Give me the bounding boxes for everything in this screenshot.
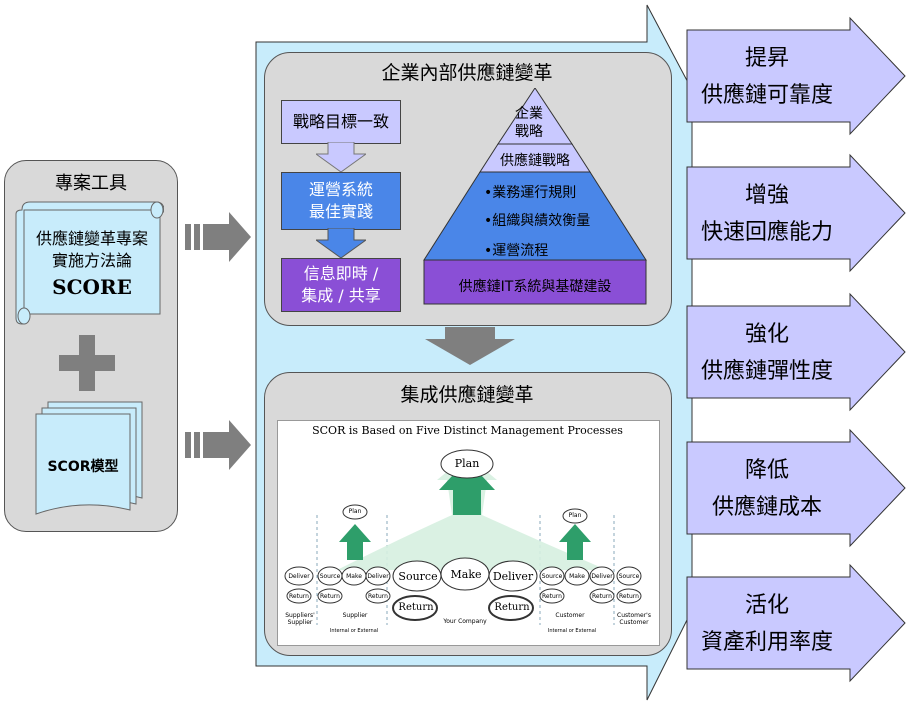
suppliers-supplier-label: Suppliers' Supplier	[285, 612, 315, 627]
information-sharing-box: 信息即時 / 集成 / 共享	[281, 258, 401, 312]
benefit-reliability: 提昇 供應鏈可靠度	[687, 34, 847, 120]
benefit-line2: 供應鏈成本	[711, 495, 822, 520]
benefit-line1: 提昇	[744, 45, 789, 71]
customers-customer-label: Customer's Customer	[617, 612, 651, 627]
scroll-line2: 實施方法論	[51, 251, 132, 271]
scor-small-make: Make	[346, 573, 362, 580]
arrow-down-icon	[316, 142, 366, 172]
scor-small-deliver: Deliver	[591, 573, 613, 580]
arrow-right-icon	[185, 420, 251, 470]
internal-external-label: Internal or External	[547, 628, 597, 634]
pyramid-bullet-1: •業務運行規則	[484, 185, 577, 201]
pyramid-bullet-2: •組織與績效衡量	[484, 213, 591, 229]
scor-deliver-label: Deliver	[492, 570, 534, 583]
your-company-label: Your Company	[443, 618, 487, 625]
documents-icon	[35, 401, 143, 515]
best-practice-box: 運營系統 最佳實踐	[281, 172, 401, 230]
scroll-line1: 供應鏈變革專案	[35, 229, 148, 248]
scor-source-label: Source	[398, 570, 438, 583]
internal-change-title: 企業內部供應鏈變革	[381, 62, 553, 84]
scor-small-make: Make	[569, 573, 585, 580]
scor-plan-small-label: Plan	[348, 508, 362, 515]
scor-diagram-title: SCOR is Based on Five Distinct Managemen…	[312, 424, 623, 437]
benefit-line2: 供應鏈彈性度	[700, 359, 833, 384]
scor-small-return: Return	[592, 593, 612, 600]
internal-external-label: Internal or External	[329, 628, 379, 634]
scor-return-label: Return	[398, 602, 434, 613]
pyramid-base-label: 供應鏈IT系統與基礎建設	[458, 279, 612, 295]
pyramid-level2-label: 供應鏈戰略	[500, 153, 570, 169]
benefit-line2: 資產利用率度	[700, 630, 833, 655]
arrow-down-icon	[425, 327, 515, 365]
scor-model-label: SCOR模型	[47, 459, 119, 475]
strategy-alignment-box: 戰略目標一致	[281, 100, 401, 144]
scor-small-return: Return	[542, 593, 562, 600]
scor-return-label: Return	[494, 602, 530, 613]
benefit-asset-utilization: 活化 資產利用率度	[687, 581, 847, 667]
plus-icon	[59, 335, 115, 391]
supplier-label: Supplier	[342, 612, 368, 619]
benefit-cost: 降低 供應鏈成本	[687, 446, 847, 532]
scroll-icon	[15, 201, 164, 325]
benefit-line1: 強化	[744, 321, 789, 347]
scroll-line3: SCORE	[52, 274, 132, 299]
benefit-line1: 增強	[744, 182, 789, 208]
scor-small-deliver: Deliver	[367, 573, 389, 580]
scroll-text: 供應鏈變革專案 實施方法論 SCORE	[24, 228, 160, 301]
customer-label: Customer	[555, 612, 585, 619]
scor-small-source: Source	[618, 573, 640, 580]
scor-small-return: Return	[619, 593, 639, 600]
scor-small-return: Return	[289, 593, 309, 600]
scor-plan-small-label: Plan	[568, 512, 582, 519]
strategy-pyramid	[423, 88, 647, 305]
benefit-line1: 降低	[744, 457, 789, 483]
benefit-line1: 活化	[744, 592, 789, 618]
benefit-flexibility: 強化 供應鏈彈性度	[687, 310, 847, 396]
benefit-line2: 快速回應能力	[700, 220, 833, 245]
scor-make-label: Make	[450, 568, 482, 581]
arrow-down-icon	[316, 228, 366, 258]
pyramid-bullet-3: •運營流程	[484, 243, 549, 259]
pyramid-top-label: 企業 戰略	[515, 106, 543, 140]
benefit-responsiveness: 增強 快速回應能力	[687, 171, 847, 257]
scor-small-return: Return	[320, 593, 340, 600]
integrated-change-title: 集成供應鏈變革	[400, 384, 534, 406]
scor-small-source: Source	[541, 573, 563, 580]
scor-small-deliver: Deliver	[288, 573, 310, 580]
scor-small-return: Return	[368, 593, 388, 600]
scor-plan-label: Plan	[454, 457, 480, 470]
project-tools-title: 專案工具	[55, 173, 127, 194]
benefit-line2: 供應鏈可靠度	[700, 83, 833, 108]
scor-small-source: Source	[319, 573, 341, 580]
scor-process-graphic	[284, 449, 642, 625]
arrow-right-icon	[185, 212, 251, 262]
